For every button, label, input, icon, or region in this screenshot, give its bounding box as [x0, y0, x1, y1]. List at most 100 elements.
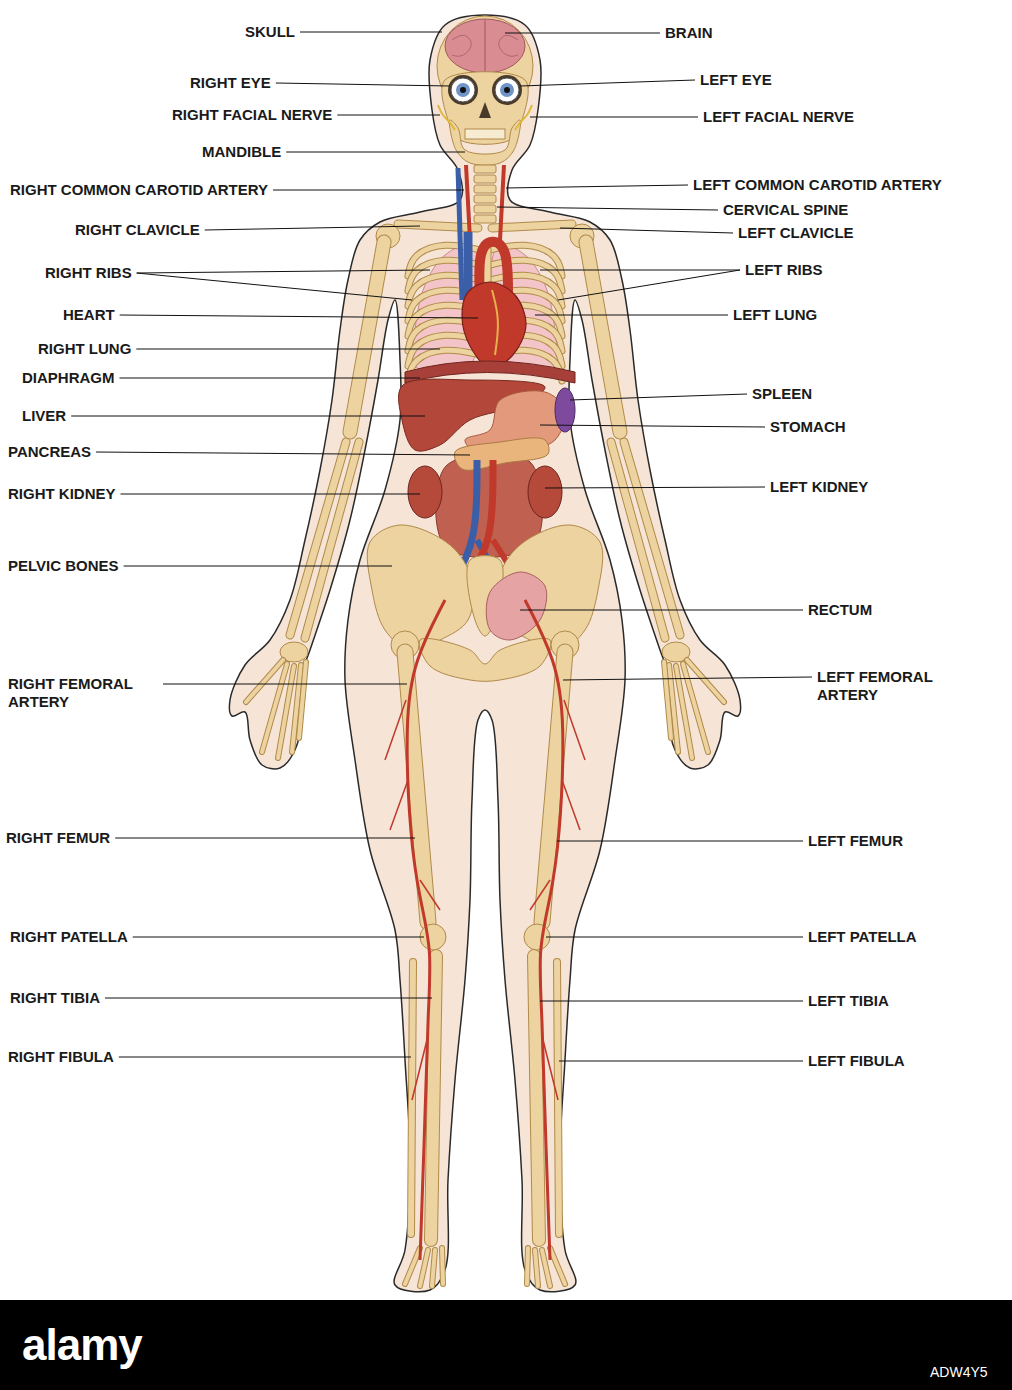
pelvic-bone	[367, 525, 473, 650]
leader-line	[546, 937, 803, 938]
part-label: BRAIN	[665, 24, 713, 42]
leader-line	[273, 190, 464, 191]
eye-socket	[448, 75, 478, 105]
vertebra	[474, 165, 496, 173]
artery-branch	[412, 1040, 427, 1100]
watermark-logo: alamy	[22, 1320, 142, 1370]
leader-line	[530, 117, 698, 118]
leader-line	[115, 838, 415, 839]
part-label: PANCREAS	[8, 443, 91, 461]
watermark-bar	[0, 1300, 1012, 1390]
brain	[445, 19, 525, 73]
part-label: SPLEEN	[752, 385, 812, 403]
leader-line	[520, 80, 695, 86]
part-label: LEFT EYE	[700, 71, 772, 89]
vertebra	[474, 215, 496, 223]
vertebra	[474, 205, 496, 213]
leader-line	[559, 1061, 803, 1062]
artery-branch	[390, 780, 408, 830]
part-label: LEFT PATELLA	[808, 928, 917, 946]
leader-line	[540, 1001, 803, 1002]
vertebra	[474, 175, 496, 183]
leader-line	[205, 226, 420, 230]
nasal-cavity	[479, 102, 491, 118]
part-label: LEFT COMMON CAROTID ARTERY	[693, 176, 942, 194]
leader-line	[540, 270, 740, 271]
teeth	[465, 129, 505, 139]
part-label: LEFT CLAVICLE	[738, 224, 854, 242]
mandible	[449, 120, 520, 165]
artery-branch	[562, 780, 580, 830]
toe	[442, 1248, 443, 1284]
part-label: CERVICAL SPINE	[723, 201, 848, 219]
facial-nerve	[438, 105, 455, 130]
part-label: RIGHT FIBULA	[8, 1048, 114, 1066]
leader-line	[124, 566, 392, 567]
leader-line	[286, 152, 465, 153]
leader-line	[505, 33, 660, 34]
vertebra	[474, 195, 496, 203]
part-label: LEFT KIDNEY	[770, 478, 868, 496]
leader-line	[337, 115, 440, 116]
leader-line	[96, 452, 470, 455]
ulna	[305, 442, 359, 638]
leader-line	[71, 416, 425, 417]
toe	[405, 1248, 420, 1284]
toe	[442, 1248, 443, 1284]
toe	[432, 1250, 435, 1286]
part-label: RIGHT EYE	[190, 74, 271, 92]
part-label: LEFT FEMORAL ARTERY	[817, 668, 967, 704]
leader-line	[136, 349, 440, 350]
artery-branch	[385, 700, 406, 760]
artery-branch	[543, 1040, 558, 1100]
leader-line	[105, 998, 432, 999]
brain-fold	[499, 35, 518, 56]
part-label: DIAPHRAGM	[22, 369, 115, 387]
common-carotid-artery	[500, 165, 504, 240]
part-label: RIGHT KIDNEY	[8, 485, 116, 503]
eye	[451, 78, 475, 102]
leader-line	[300, 32, 442, 33]
leader-line	[506, 185, 688, 188]
part-label: RIGHT FEMORAL ARTERY	[8, 675, 158, 711]
part-label: LEFT FIBULA	[808, 1052, 905, 1070]
leader-line	[520, 610, 803, 611]
leader-line	[560, 228, 733, 233]
leader-line	[557, 841, 803, 842]
leader-line	[120, 315, 478, 318]
tibia	[431, 956, 436, 1240]
ulna	[611, 442, 665, 638]
leader-line	[137, 273, 412, 300]
part-label: RIGHT TIBIA	[10, 989, 100, 1007]
rectum	[486, 572, 547, 640]
ulna	[305, 442, 359, 638]
part-label: STOMACH	[770, 418, 846, 436]
facial-nerve	[515, 105, 532, 130]
part-label: LEFT RIBS	[745, 261, 823, 279]
artery-branch	[530, 880, 550, 910]
part-label: PELVIC BONES	[8, 557, 119, 575]
artery-branch	[564, 700, 585, 760]
toe	[550, 1248, 565, 1284]
leader-line	[558, 270, 740, 300]
part-label: RECTUM	[808, 601, 872, 619]
part-label: LEFT LUNG	[733, 306, 817, 324]
tibia	[534, 956, 539, 1240]
part-label: LEFT TIBIA	[808, 992, 889, 1010]
heart	[462, 282, 526, 368]
watermark-id: ADW4Y5	[930, 1363, 988, 1381]
clavicle	[492, 224, 572, 228]
leader-line	[133, 937, 424, 938]
finger	[299, 662, 306, 738]
coronary-vessel	[492, 290, 498, 355]
leader-line	[545, 487, 765, 488]
kidney	[408, 466, 442, 518]
part-label: SKULL	[245, 23, 295, 41]
leader-line	[497, 207, 718, 210]
finger	[299, 662, 306, 738]
part-label: RIGHT LUNG	[38, 340, 131, 358]
toe	[432, 1250, 435, 1286]
pupil	[460, 87, 466, 93]
part-label: LEFT FACIAL NERVE	[703, 108, 854, 126]
